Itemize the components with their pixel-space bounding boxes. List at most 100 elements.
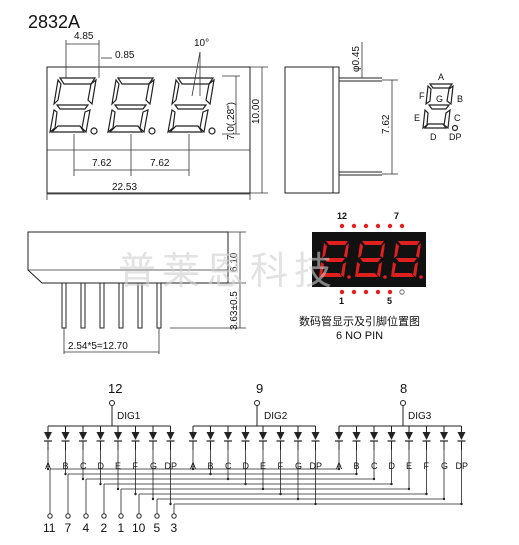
segment-label-d: D [389, 461, 396, 471]
diode-2-G [294, 432, 302, 440]
digit-2-pin: 9 [256, 381, 263, 396]
segment-label-d: D [243, 461, 250, 471]
segment-label-e: E [260, 461, 266, 471]
segment-label-b: B [354, 461, 360, 471]
diode-1-D [96, 432, 105, 440]
bottom-pin-terminal [171, 513, 177, 519]
diode-1-DP [166, 432, 175, 440]
diode-3-F [422, 432, 431, 440]
digit-3-terminal [400, 400, 406, 406]
diode-3-A [335, 432, 343, 440]
segment-label-f: F [278, 461, 284, 471]
segment-label-a: A [336, 461, 342, 471]
diode-1-E [114, 432, 122, 440]
dim-slant-angle: 10° [194, 38, 209, 49]
side-view: φ0.45 7.62 [284, 42, 398, 194]
diode-1-C [79, 432, 87, 440]
dim-body-depth: 6.10 [229, 252, 240, 272]
segment-label-dp: DP [310, 461, 323, 471]
diode-3-C [370, 432, 378, 440]
pin-label-1: 1 [339, 296, 344, 306]
diode-2-DP [311, 432, 320, 440]
legend-label-e: E [414, 113, 420, 123]
front-body-outline [46, 66, 251, 194]
diode-2-B [206, 432, 215, 440]
watermark: 普莱恩科技 [118, 249, 338, 293]
diode-2-A [189, 432, 197, 440]
dim-pin-diameter: φ0.45 [351, 46, 362, 72]
display-pin-diagram: 12 7 [299, 211, 426, 342]
segment-label-g: G [150, 461, 157, 471]
legend-label-c: C [454, 113, 461, 123]
segment-label-f: F [424, 461, 430, 471]
diode-1-F [131, 432, 140, 440]
dim-pitch-2: 7.62 [150, 158, 170, 169]
bottom-pin-label: 4 [83, 521, 90, 535]
segment-label-a: A [45, 461, 51, 471]
legend-label-f: F [419, 91, 425, 101]
bottom-pin-label: 7 [65, 521, 72, 535]
dim-segment-gap: 0.85 [115, 50, 135, 61]
dim-pin-spacing: 7.62 [381, 114, 392, 134]
front-digit-1 [49, 77, 98, 135]
diode-3-G [440, 432, 448, 440]
legend-label-a: A [438, 72, 444, 82]
pin-label-7: 7 [394, 211, 399, 221]
segment-label-f: F [133, 461, 139, 471]
bottom-pin-label: 10 [132, 521, 146, 535]
segment-label-b: B [208, 461, 214, 471]
dim-body-height: 10.00 [251, 99, 262, 124]
segment-label-g: G [295, 461, 302, 471]
segment-legend: A B C D E F G DP [414, 72, 463, 142]
bottom-pin-terminal [101, 513, 107, 519]
bottom-pin-terminal [154, 513, 160, 519]
diode-3-D [387, 432, 396, 440]
digit-3-pin: 8 [400, 381, 407, 396]
segment-label-dp: DP [165, 461, 178, 471]
bottom-pin-terminal [83, 513, 89, 519]
bottom-pin-label: 1 [118, 521, 125, 535]
front-view: 4.85 0.85 10° 7.0(.28") 10.00 7.62 7.62 … [46, 31, 268, 200]
display-digit-3 [391, 241, 423, 279]
segment-label-b: B [63, 461, 69, 471]
segment-label-c: C [80, 461, 87, 471]
dim-total-width: 22.53 [112, 182, 137, 193]
diode-1-G [149, 432, 157, 440]
bottom-pin-label: 2 [101, 521, 108, 535]
legend-label-d: D [430, 132, 437, 142]
bottom-pin-terminal [136, 513, 142, 519]
digit-2-label: DIG2 [264, 411, 288, 422]
digit-1-terminal [109, 400, 115, 406]
diode-1-A [44, 432, 52, 440]
segment-label-e: E [406, 461, 412, 471]
dim-digit-width: 4.85 [74, 31, 94, 42]
digit-3-label: DIG3 [408, 411, 432, 422]
diode-3-DP [457, 432, 466, 440]
pin-side-view: 6.10 3.63±0.5 2.54*5=12.70 [27, 231, 246, 354]
bottom-pin-terminal [65, 513, 71, 519]
segment-label-c: C [371, 461, 378, 471]
dim-pin-span: 2.54*5=12.70 [68, 341, 128, 352]
display-digit-1 [319, 241, 351, 279]
diode-2-F [276, 432, 285, 440]
dim-char-height: 7.0(.28") [226, 102, 237, 140]
bottom-pin-terminal [118, 513, 124, 519]
front-digit-3 [167, 77, 216, 135]
bottom-pin-label: 11 [43, 521, 56, 535]
dim-pin-length: 3.63±0.5 [229, 291, 240, 330]
front-digit-2 [107, 77, 156, 135]
segment-label-g: G [441, 461, 448, 471]
display-digit-2 [355, 241, 387, 279]
legend-label-dp: DP [449, 132, 462, 142]
segment-label-c: C [225, 461, 232, 471]
diode-3-B [352, 432, 361, 440]
segment-label-d: D [98, 461, 105, 471]
pin-diagram-caption: 数码管显示及引脚位置图 [299, 314, 420, 328]
diode-2-D [241, 432, 250, 440]
bottom-pin-label: 3 [171, 521, 178, 535]
diode-2-C [224, 432, 232, 440]
digit-2-terminal [254, 400, 260, 406]
segment-label-e: E [115, 461, 121, 471]
